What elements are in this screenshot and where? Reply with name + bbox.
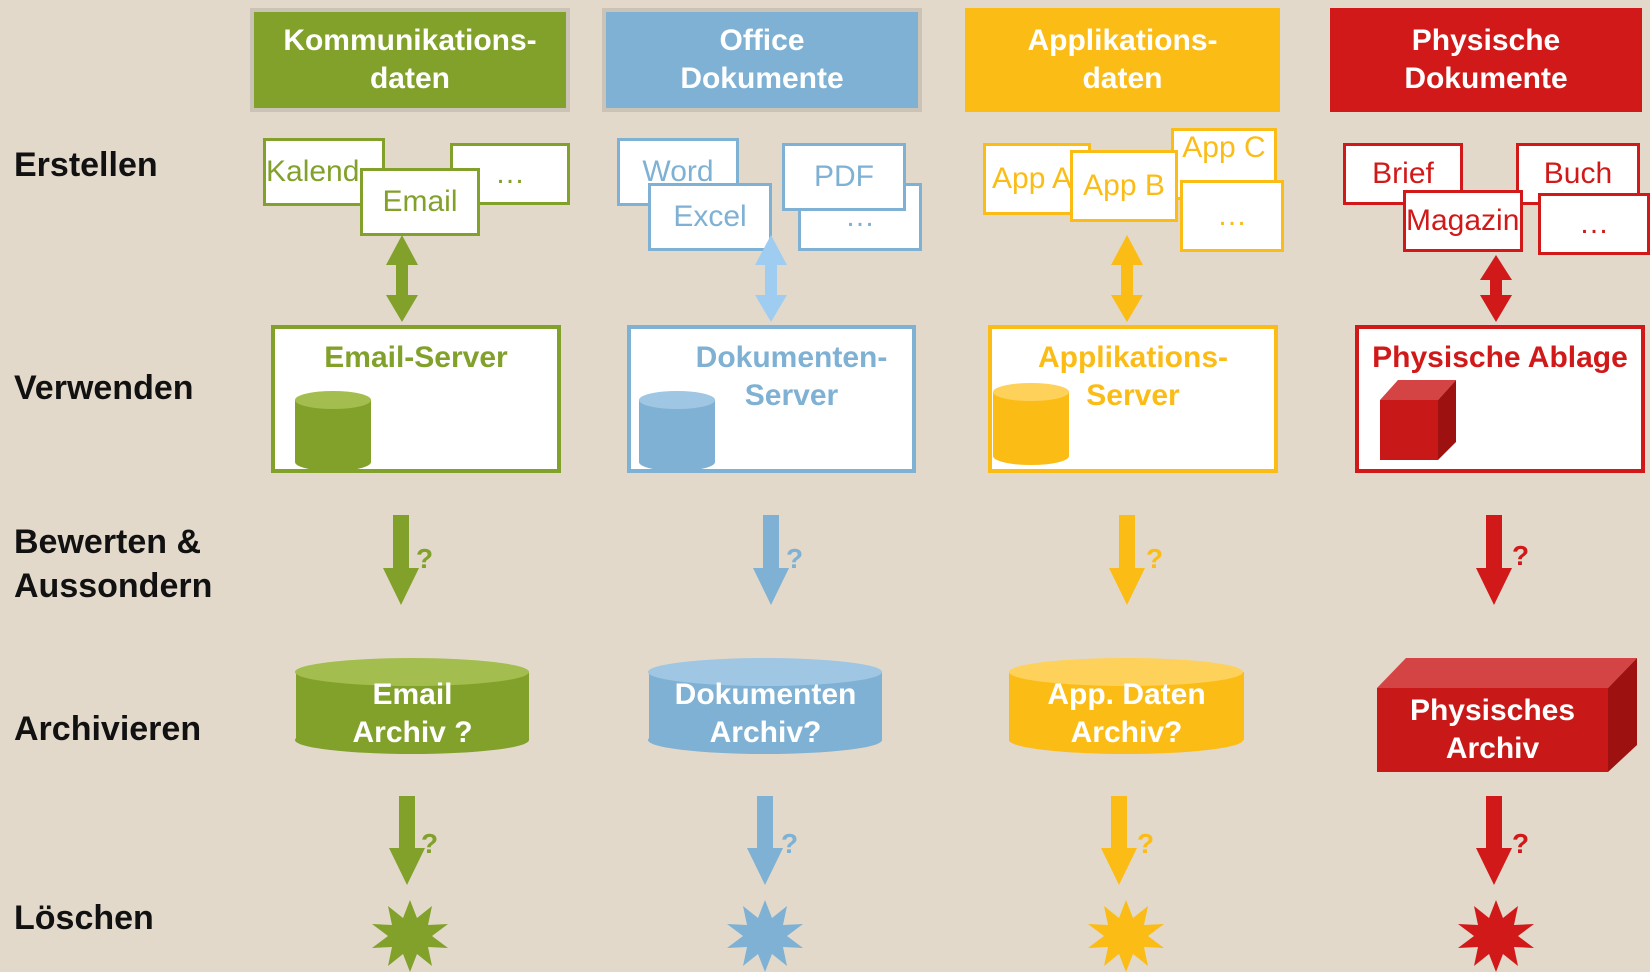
cylinder-icon: [295, 391, 371, 471]
doc-card-excel: Excel: [648, 183, 772, 251]
cylinder-icon: [639, 391, 715, 471]
cylinder-icon: [1009, 658, 1244, 754]
cylinder-icon: [648, 658, 882, 754]
row-label-archivieren: Archivieren: [14, 710, 202, 748]
double-arrow-icon: [1480, 255, 1512, 322]
box-icon: [1377, 658, 1637, 772]
down-arrow-icon: [1109, 515, 1145, 605]
box-icon: [1380, 380, 1456, 460]
down-arrow-icon: [389, 796, 425, 885]
doc-card-word: Word: [617, 138, 739, 206]
doc-card-app-b: App B: [1070, 150, 1178, 222]
row-label-loeschen: Löschen: [14, 899, 154, 937]
row-label-aussondern: Aussondern: [14, 567, 213, 605]
down-arrow-icon: [1476, 796, 1512, 885]
header-applikationsdaten: Applikations-daten: [965, 8, 1280, 112]
question-mark: ?: [1512, 828, 1530, 859]
cylinder-icon: [295, 658, 529, 754]
question-mark: ?: [1512, 540, 1530, 571]
down-arrow-icon: [747, 796, 783, 885]
doc-card-pdf: PDF: [782, 143, 906, 211]
cylinder-icon: [993, 383, 1069, 465]
row-label-verwenden: Verwenden: [14, 369, 194, 407]
starburst-icon: [1088, 900, 1164, 972]
header-kommunikationsdaten: Kommunikations-daten: [250, 8, 570, 112]
row-label-bewerten: Bewerten &: [14, 523, 202, 561]
question-mark: ?: [421, 828, 439, 859]
doc-card-more: …: [1180, 180, 1284, 252]
double-arrow-icon: [755, 235, 787, 322]
down-arrow-icon: [753, 515, 789, 605]
down-arrow-icon: [383, 515, 419, 605]
down-arrow-icon: [1476, 515, 1512, 605]
starburst-icon: [1458, 900, 1534, 972]
row-label-erstellen: Erstellen: [14, 146, 158, 184]
doc-card-email: Email: [360, 168, 480, 236]
doc-card-magazin: Magazin: [1403, 190, 1523, 252]
question-mark: ?: [416, 543, 434, 574]
starburst-icon: [727, 900, 803, 972]
double-arrow-icon: [386, 235, 418, 322]
question-mark: ?: [786, 543, 804, 574]
question-mark: ?: [1146, 543, 1164, 574]
double-arrow-icon: [1111, 235, 1143, 322]
starburst-icon: [372, 900, 448, 972]
doc-card-more: …: [1538, 193, 1650, 255]
question-mark: ?: [1137, 828, 1155, 859]
question-mark: ?: [781, 828, 799, 859]
down-arrow-icon: [1101, 796, 1137, 885]
